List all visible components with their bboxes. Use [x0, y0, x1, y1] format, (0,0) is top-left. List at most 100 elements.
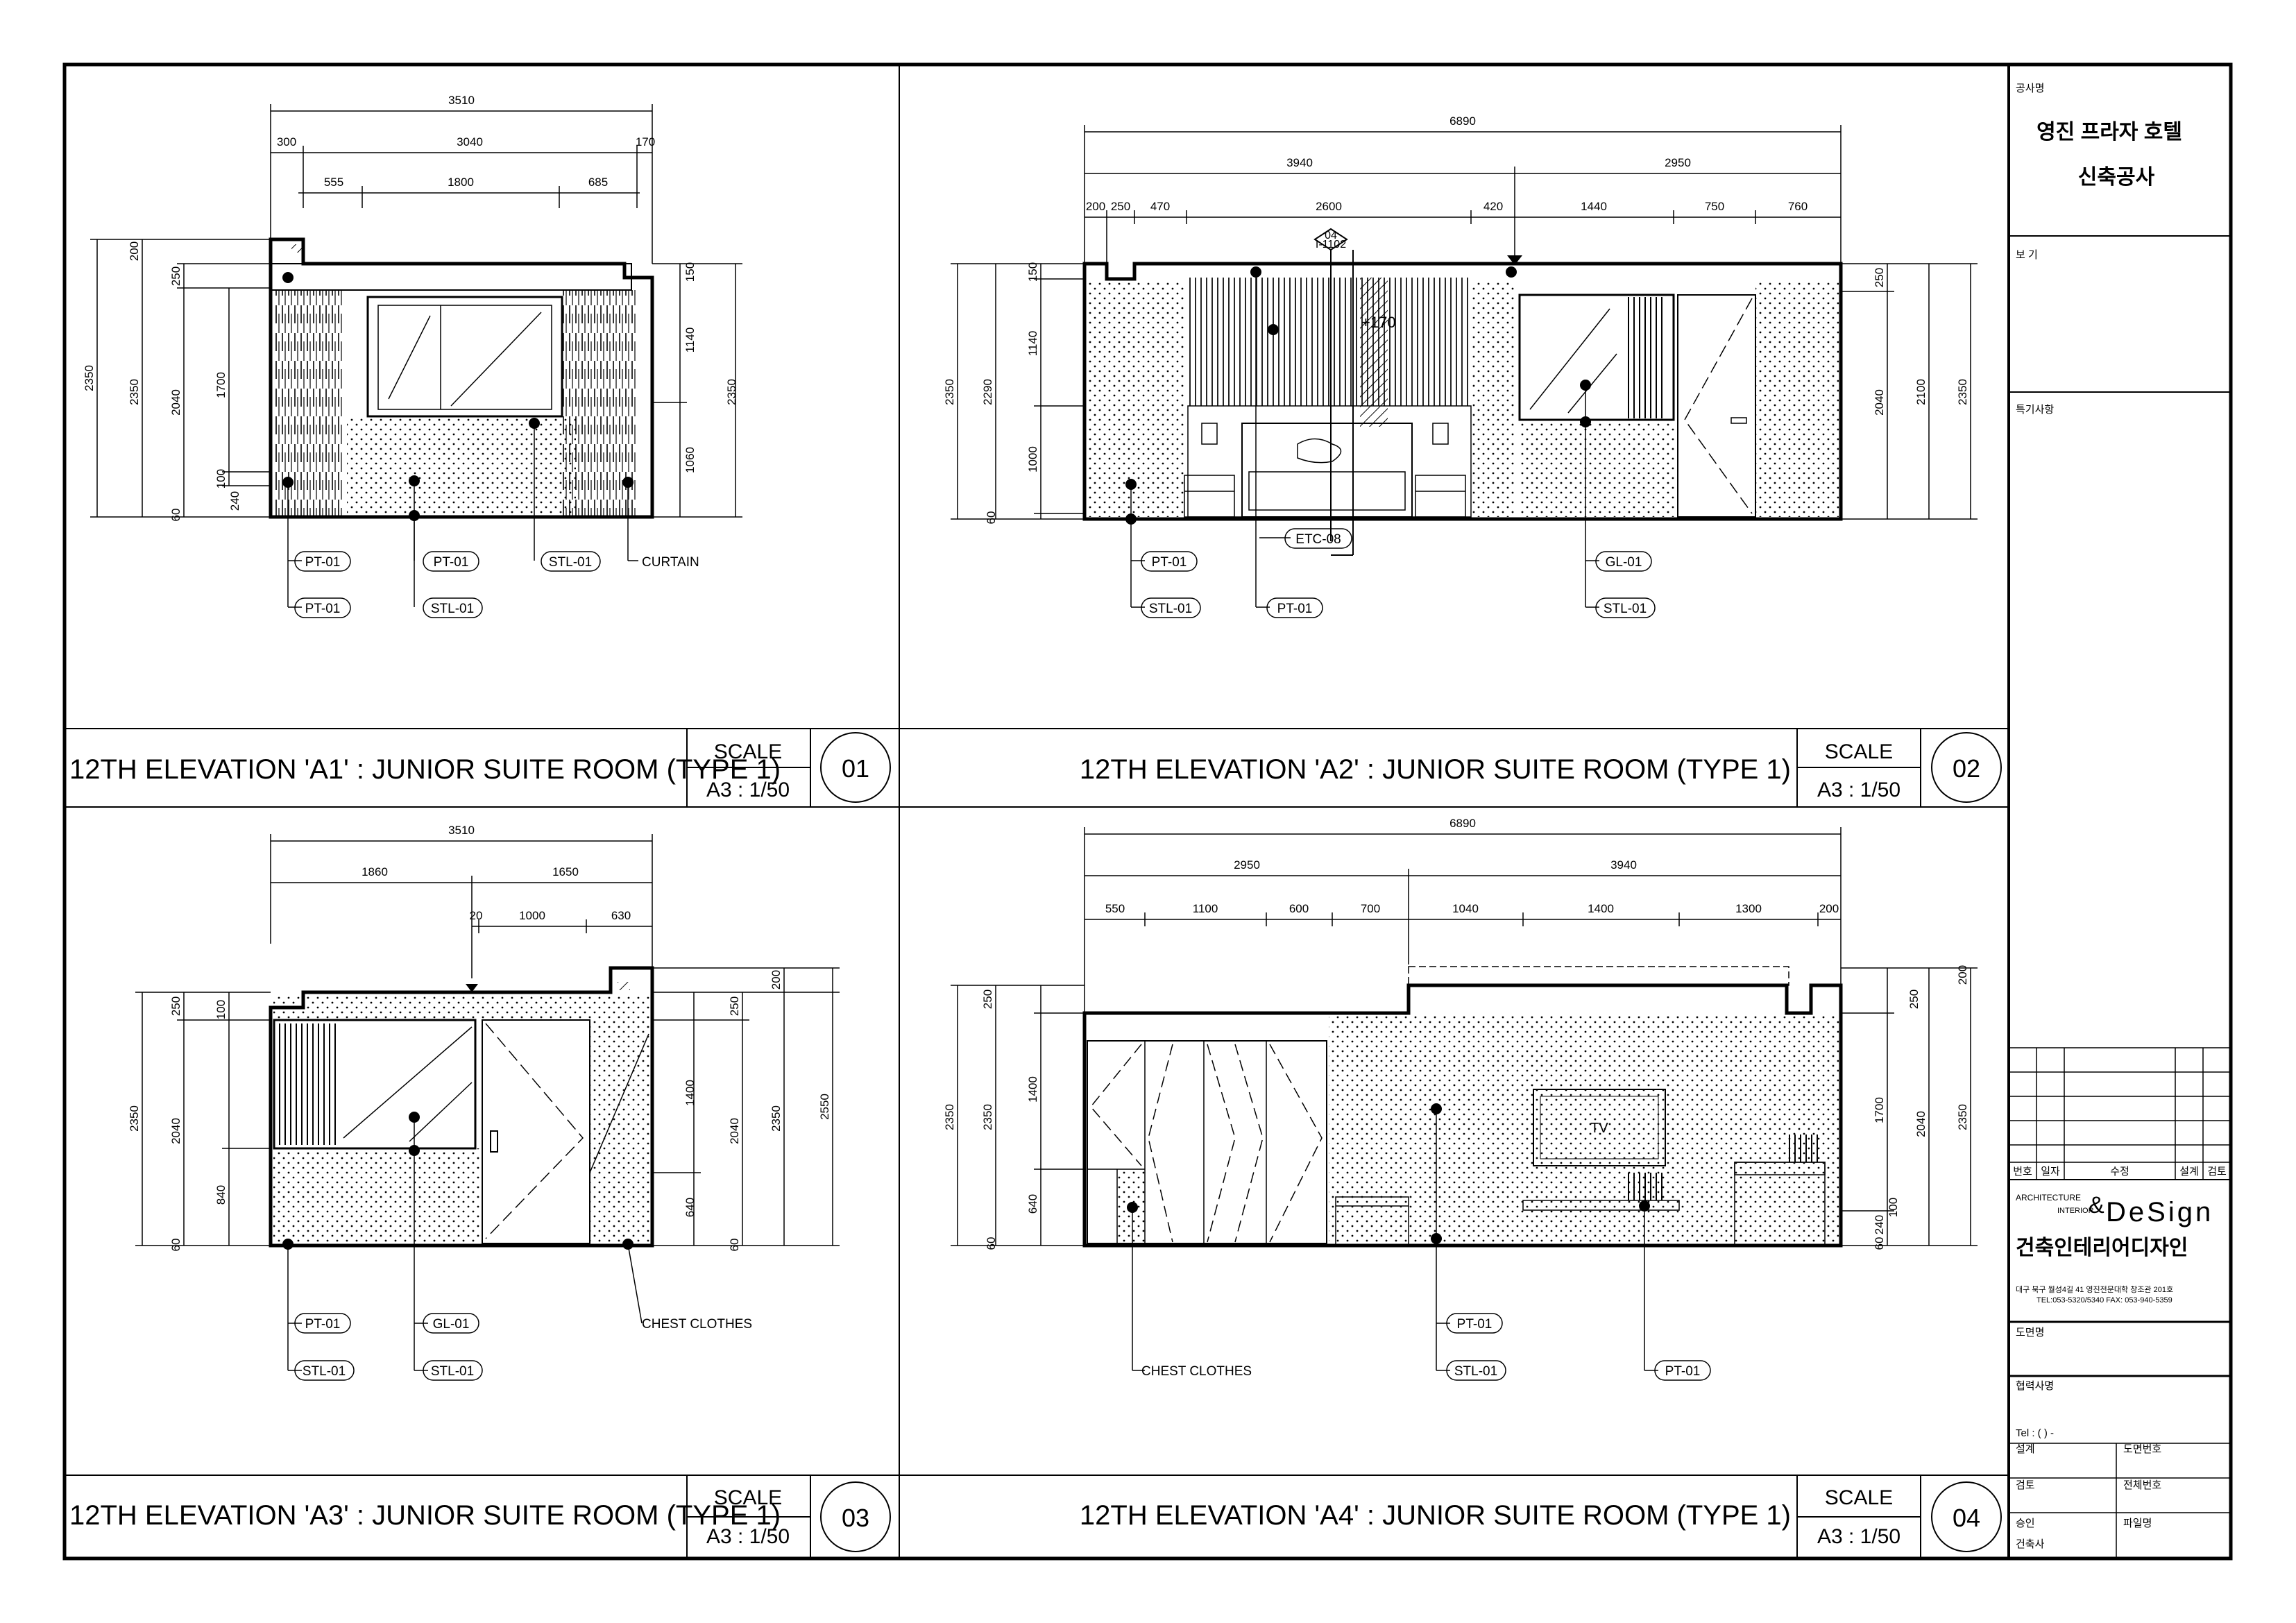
- wallpaper-area: [1087, 281, 1184, 517]
- tag-gl-01: [1595, 551, 1652, 572]
- wall-outline: [1082, 262, 1843, 521]
- books: [1627, 1173, 1665, 1200]
- dim-text: 640: [1026, 1194, 1039, 1214]
- firm-tagline: ARCHITECTURE: [2016, 1193, 2081, 1203]
- tag-text: GL-01: [433, 1317, 470, 1332]
- dim-text: 2350: [725, 379, 738, 405]
- section-ref: 04: [1325, 230, 1337, 241]
- firm-name: 건축인테리어디자인: [2016, 1237, 2188, 1259]
- curtain-right: [561, 290, 636, 517]
- dim-text: 700: [1361, 902, 1380, 915]
- dim-text: 60: [1873, 1237, 1886, 1250]
- elevation-a3: 3510 1860 1650 20 1000 630 250 100 2350 …: [128, 824, 840, 1381]
- dim-text: 250: [1111, 200, 1130, 213]
- desk-books: [1787, 1135, 1818, 1162]
- dim-text: 200: [128, 241, 141, 261]
- dim-text: 2600: [1316, 200, 1342, 213]
- window: [1518, 294, 1675, 421]
- dim-text: 750: [1705, 200, 1724, 213]
- dim-text: 555: [324, 176, 343, 189]
- tag-text: STL-01: [431, 1364, 474, 1379]
- sheet-number-circle: [1931, 1481, 2002, 1552]
- legend-label: 보 기: [2016, 249, 2038, 261]
- drawing-name-label: 도면명: [2016, 1327, 2044, 1339]
- elevation-a4: 6890 2950 3940 550 1100 600 700 1040 140…: [943, 817, 1978, 1381]
- dim-text: 1650: [552, 865, 579, 878]
- elevation-a1: 3510 300 3040 170 555 1800 685 2350 200 …: [83, 94, 742, 618]
- tag-text: PT-01: [305, 1317, 341, 1332]
- dim-text: 2350: [83, 365, 96, 391]
- tag-text: STL-01: [1454, 1364, 1497, 1379]
- revision-table: [2009, 1047, 2231, 1180]
- level-marker: [466, 984, 478, 992]
- window-blind: [1624, 297, 1665, 418]
- window-blind: [278, 1023, 340, 1145]
- dim-text: 3940: [1286, 156, 1313, 169]
- dim-text: 3040: [457, 135, 483, 148]
- dim-text: 1100: [1193, 902, 1218, 915]
- elevation-title-a3: 12TH ELEVATION 'A3' : JUNIOR SUITE ROOM …: [69, 1500, 781, 1531]
- revision-header: 일자: [2041, 1166, 2060, 1178]
- dim-text: 420: [1483, 200, 1503, 213]
- dim-text: 250: [1907, 989, 1921, 1009]
- tag-text: PT-01: [305, 602, 341, 616]
- tag-text: STL-01: [303, 1364, 346, 1379]
- dim-text: 60: [169, 1239, 182, 1252]
- dim-text: 100: [214, 469, 228, 488]
- tag-pt-01: [1266, 597, 1323, 618]
- firm-address: 대구 북구 월성4길 41 영진전문대학 창조관 201호: [2016, 1285, 2173, 1294]
- tag-text: PT-01: [1457, 1317, 1493, 1332]
- dim-text: 1700: [214, 372, 228, 398]
- dim-text: 3510: [448, 94, 475, 107]
- side-table: [1335, 1196, 1409, 1246]
- door-handle: [490, 1130, 498, 1153]
- sheet-number-circle: [820, 732, 891, 803]
- dim-text: 6890: [1449, 817, 1476, 830]
- design-label: 설계: [2016, 1443, 2035, 1455]
- dim-text: 2040: [169, 389, 182, 416]
- wallpaper-area: [273, 1148, 482, 1243]
- dim-text: 240: [228, 491, 241, 511]
- wallpaper-area: [1520, 420, 1676, 517]
- nightstand-left: [1184, 475, 1235, 518]
- revision-header: 검토: [2207, 1166, 2227, 1178]
- revision-header: 번호: [2013, 1166, 2032, 1178]
- dim-text: 3940: [1610, 858, 1637, 872]
- dim-text: 2350: [769, 1105, 783, 1132]
- window: [273, 1019, 477, 1150]
- dim-text: 2350: [981, 1104, 994, 1130]
- tag-pt-01: [1654, 1360, 1711, 1381]
- tag-stl-01: [541, 551, 601, 572]
- project-name: 영진 프라자 호텔: [2036, 121, 2182, 144]
- tag-text: ETC-08: [1295, 532, 1341, 547]
- dim-text: 200: [1956, 965, 1969, 985]
- tag-stl-01: [423, 1360, 483, 1381]
- dim-text: 1060: [683, 447, 697, 473]
- tag-text: CHEST CLOTHES: [642, 1317, 752, 1332]
- tag-gl-01: [423, 1313, 479, 1334]
- tag-stl-01: [294, 1360, 355, 1381]
- dim-text: 1000: [1026, 446, 1039, 473]
- dim-text: 1000: [519, 909, 545, 922]
- tag-text: CURTAIN: [642, 555, 699, 570]
- total-number-label: 전체번호: [2123, 1479, 2161, 1491]
- tv-shelf: [1522, 1200, 1680, 1211]
- dim-text: 200: [1819, 902, 1839, 915]
- dim-text: 20: [470, 909, 483, 922]
- scale-label: SCALE: [714, 1486, 782, 1509]
- scale-value: A3 : 1/50: [706, 1525, 790, 1548]
- tv: [1533, 1089, 1666, 1166]
- elevation-title-a1: 12TH ELEVATION 'A1' : JUNIOR SUITE ROOM …: [69, 754, 781, 785]
- dim-text: 60: [169, 509, 182, 522]
- bed: [1241, 423, 1413, 518]
- level-marker: [1507, 255, 1522, 265]
- firm-contact: TEL:053-5320/5340 FAX: 053-940-5359: [2036, 1296, 2172, 1305]
- dim-text: 1800: [448, 176, 474, 189]
- dim-text: 2350: [128, 379, 141, 405]
- dim-text: 2040: [1873, 389, 1886, 416]
- tag-stl-01: [423, 597, 483, 618]
- lamp-right: [1432, 423, 1449, 445]
- dim-text: 1700: [1873, 1097, 1886, 1123]
- dim-text: 1040: [1452, 902, 1479, 915]
- headboard-panel: [1188, 278, 1471, 406]
